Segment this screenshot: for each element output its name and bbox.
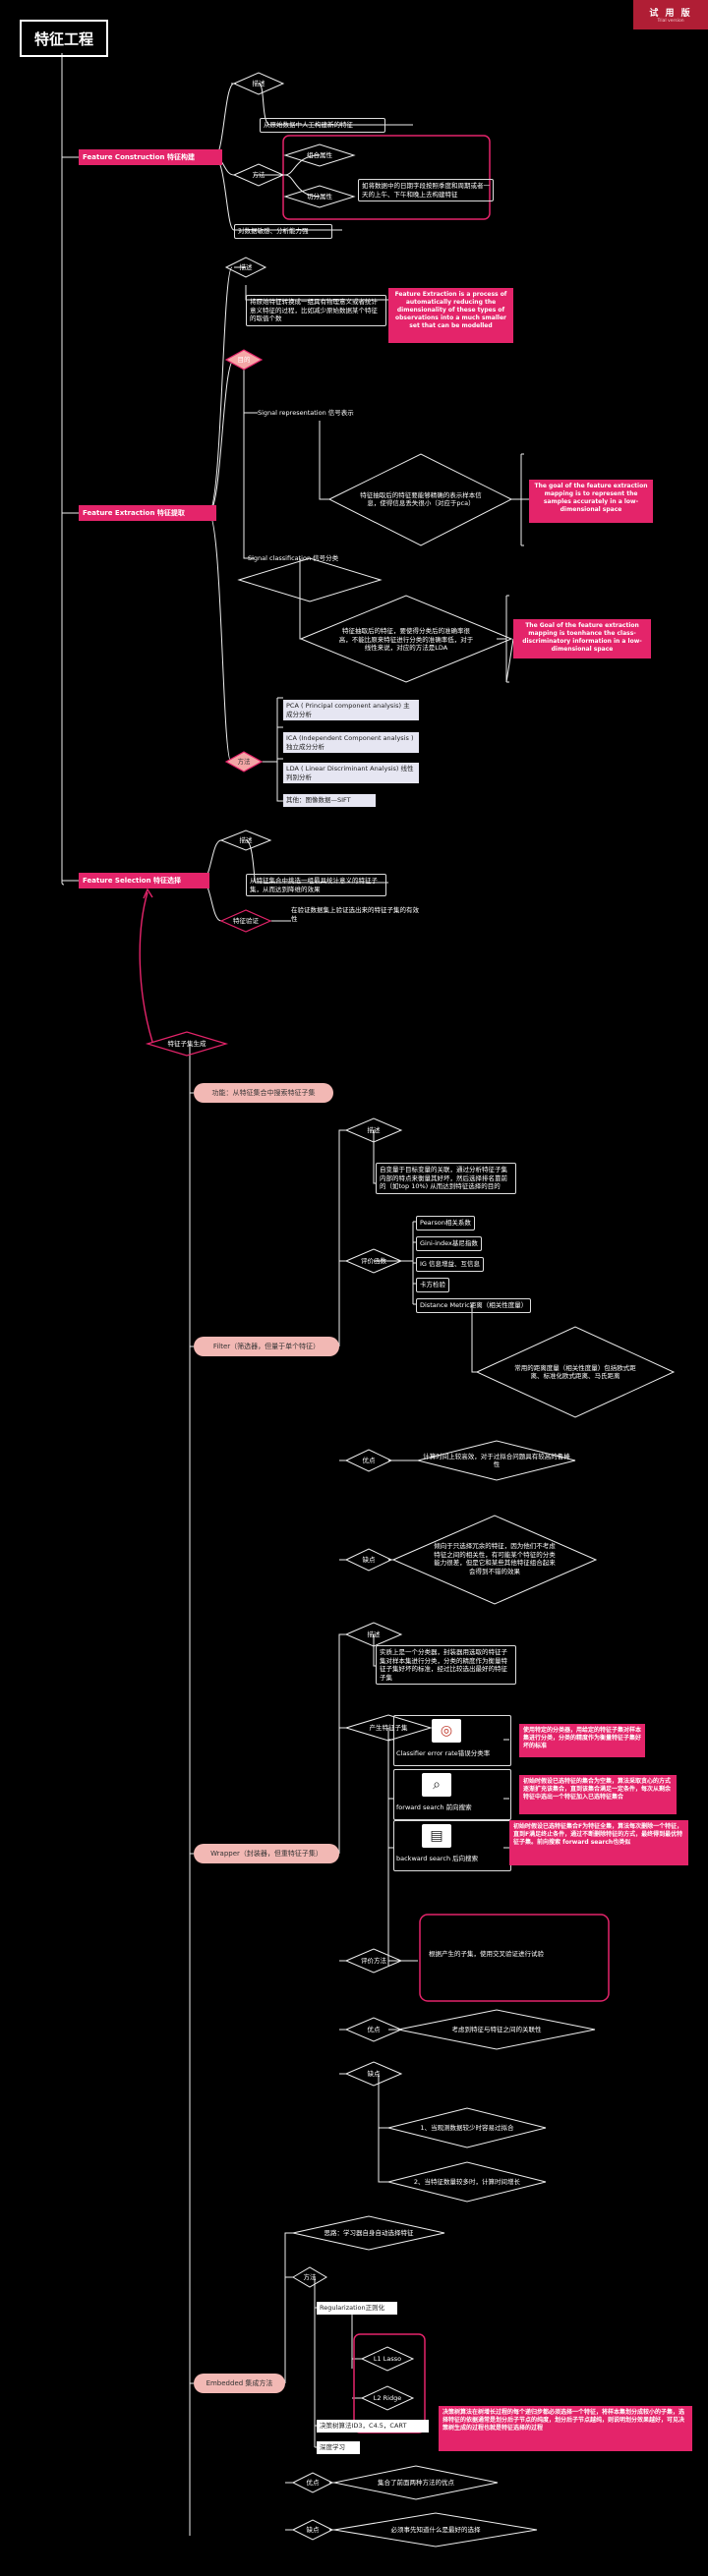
extraction-desc-note: Feature Extraction is a process of autom… bbox=[388, 288, 513, 343]
method-sift: 其他：图像数据—SIFT bbox=[283, 794, 376, 807]
extraction-method-label: 方法 bbox=[237, 757, 251, 766]
construction-desc-label: 描述 bbox=[252, 79, 266, 87]
target-icon: ◎ bbox=[432, 1719, 461, 1743]
split-attribute-text: 如将数据中的日期字段按照季度和周期或者一天的上午、下午和晚上去构建特征 bbox=[358, 179, 494, 201]
signal-classification-label: Signal classification 信号分类 bbox=[248, 554, 339, 562]
selection-verify-text: 在验证数据集上验证选出来的特征子集的有效性 bbox=[291, 906, 419, 923]
extraction-goal-label: 目的 bbox=[237, 355, 251, 364]
combine-attribute-label: 组合属性 bbox=[307, 150, 332, 159]
filter-eval-label: 评价函数 bbox=[361, 1256, 386, 1265]
gen-backward-label: backward search 后向搜索 bbox=[396, 1855, 479, 1862]
subset-function-pill: 功能：从特征集合中搜索特征子集 bbox=[194, 1083, 333, 1103]
embedded-idea: 思路：学习器自身自动选择特征 bbox=[324, 2228, 414, 2237]
eval-gini: Gini-index基尼指数 bbox=[416, 1236, 482, 1251]
wrapper-eval-text: 根据产生的子集，使用交叉验证进行试验 bbox=[429, 1950, 544, 1958]
extraction-desc-text: 将原始特征转换成一组具有物理意义或者统计意义特征的过程，比如减少原始数据某个特征… bbox=[246, 295, 386, 326]
filter-pill[interactable]: Filter（筛选器，但量于单个特征） bbox=[194, 1337, 339, 1356]
filter-desc-label: 描述 bbox=[367, 1125, 381, 1134]
trial-banner-label: 试 用 版 bbox=[649, 9, 692, 19]
embedded-pro-label: 优点 bbox=[306, 2478, 320, 2487]
decision-tree-label: 决策树算法ID3，C4.5，CART bbox=[317, 2420, 429, 2433]
signal-representation-note: The goal of the feature extraction mappi… bbox=[529, 480, 653, 523]
signal-classification-text: 特征抽取后的特征，要使得分类后的准确率很高，不能比原来特征进行分类的准确率低，对… bbox=[338, 627, 474, 653]
magnifier-icon: ⌕ bbox=[422, 1773, 451, 1797]
feature-selection-header[interactable]: Feature Selection 特征选择 bbox=[79, 873, 209, 888]
gen-error-rate-card: ◎ Classifier error rate错误分类率 bbox=[393, 1715, 511, 1766]
gen-backward-card: ▤ backward search 后向搜索 bbox=[393, 1820, 511, 1871]
trial-banner-sublabel: Trial version bbox=[657, 19, 684, 24]
selection-verify-label: 特征验证 bbox=[233, 916, 259, 925]
wrapper-con-1: 1、当观测数据较少时容易过拟合 bbox=[420, 2123, 514, 2132]
filter-con-text: 倾向于只选择冗余的特征，因为他们不考虑特征之间的相关性，有可能某个特征的分类能力… bbox=[434, 1542, 556, 1575]
gen-backward-note: 初始时假设已选特征集合F为特征全集，算法每次删除一个特征，直到F满足终止条件，通… bbox=[509, 1820, 688, 1865]
method-lda: LDA ( Linear Discriminant Analysis) 线性判别… bbox=[283, 763, 419, 783]
selection-desc-text: 从特征集合中挑选一组最具统计意义的特征子集，从而达到降维的效果 bbox=[246, 874, 386, 896]
wrapper-con-label: 缺点 bbox=[367, 2069, 381, 2078]
decision-tree-note: 决策树算法在树增长过程的每个递归步都必须选择一个特征，将样本集划分成较小的子集，… bbox=[439, 2406, 692, 2451]
wrapper-pill[interactable]: Wrapper（封装器，但重特征子集） bbox=[194, 1844, 339, 1863]
signal-representation-label: Signal representation 信号表示 bbox=[258, 409, 354, 417]
page-title: 特征工程 bbox=[20, 20, 108, 57]
deep-learning-label: 深度学习 bbox=[317, 2441, 360, 2454]
l1-lasso: L1 Lasso bbox=[373, 2354, 402, 2363]
embedded-pill[interactable]: Embedded 集成方法 bbox=[194, 2374, 285, 2393]
signal-classification-note: The Goal of the feature extraction mappi… bbox=[513, 619, 651, 658]
method-pca: PCA ( Principal component analysis) 主成分分… bbox=[283, 700, 419, 720]
filter-desc-text: 自变量于目标变量的关联，通过分析特征子集内部的特点来衡量其好坏，然后选择排名靠前… bbox=[376, 1163, 516, 1194]
eval-pearson: Pearson相关系数 bbox=[416, 1216, 475, 1231]
wrapper-eval-label: 评价方法 bbox=[361, 1956, 386, 1965]
construction-footer: 对数据敏感、分析能力强 bbox=[234, 224, 332, 239]
wrapper-con-2: 2、当特征数量较多时，计算时间增长 bbox=[413, 2177, 521, 2186]
filter-pro-label: 优点 bbox=[362, 1456, 376, 1464]
construction-method-label: 方法 bbox=[252, 170, 266, 179]
gen-forward-card: ⌕ forward search 前向搜索 bbox=[393, 1769, 511, 1820]
regularization-label: Regularization正则化 bbox=[317, 2302, 397, 2315]
filter-con-label: 缺点 bbox=[362, 1555, 376, 1564]
embedded-con-text: 必须事先知道什么是最好的选择 bbox=[390, 2525, 481, 2534]
signal-representation-text: 特征抽取后的特征要能够精确的表示样本信息，使得信息丢失很小（对应于pca） bbox=[360, 490, 482, 508]
split-attribute-label: 切分属性 bbox=[307, 192, 332, 200]
subset-generation-label: 特征子集生成 bbox=[167, 1039, 206, 1048]
gen-error-rate-label: Classifier error rate错误分类率 bbox=[396, 1749, 491, 1757]
construction-desc-text: 从原始数据中人工构建新的特征 bbox=[260, 118, 385, 133]
l2-ridge: L2 Ridge bbox=[373, 2393, 402, 2402]
document-icon: ▤ bbox=[422, 1824, 451, 1848]
wrapper-pro-text: 考虑到特征与特征之间的关联性 bbox=[451, 2025, 542, 2033]
extraction-desc-label: 描述 bbox=[239, 262, 253, 271]
wrapper-desc-text: 实质上是一个分类器，封装器用选取的特征子集对样本集进行分类，分类的精度作为衡量特… bbox=[376, 1645, 516, 1685]
wrapper-desc-label: 描述 bbox=[367, 1630, 381, 1638]
gen-forward-label: forward search 前向搜索 bbox=[396, 1803, 472, 1811]
eval-ig: IG 信息增益、互信息 bbox=[416, 1257, 485, 1272]
wrapper-pro-label: 优点 bbox=[367, 2025, 381, 2033]
selection-desc-label: 描述 bbox=[239, 835, 253, 844]
embedded-con-label: 缺点 bbox=[306, 2525, 320, 2534]
feature-construction-header[interactable]: Feature Construction 特征构建 bbox=[79, 149, 222, 165]
feature-extraction-header[interactable]: Feature Extraction 特征提取 bbox=[79, 505, 216, 521]
trial-banner: 试 用 版 Trial version bbox=[633, 0, 708, 29]
eval-distance: Distance Metric距离（相关性度量） bbox=[416, 1298, 532, 1313]
wrapper-gen-label: 产生特征子集 bbox=[369, 1723, 408, 1732]
embedded-method-label: 方法 bbox=[303, 2272, 317, 2281]
gen-error-rate-note: 使用特定的分类器，用给定的特征子集对样本集进行分类，分类的精度作为衡量特征子集好… bbox=[519, 1724, 645, 1757]
gen-forward-note: 初始时假设已选特征的集合为空集，算法采取贪心的方式逐渐扩充该集合，直到该集合满足… bbox=[519, 1775, 677, 1814]
filter-pro-text: 计算时间上较高效，对于过拟合问题具有较高的鲁棒性 bbox=[423, 1452, 570, 1469]
method-ica: ICA (Independent Component analysis )独立成… bbox=[283, 732, 419, 753]
distance-metric-text: 常用的距离度量（相关性度量）包括欧式距离、标准化欧式距离、马氏距离 bbox=[514, 1363, 636, 1381]
embedded-pro-text: 集合了前面两种方法的优点 bbox=[378, 2478, 454, 2487]
eval-chi-square: 卡方检验 bbox=[416, 1278, 449, 1292]
